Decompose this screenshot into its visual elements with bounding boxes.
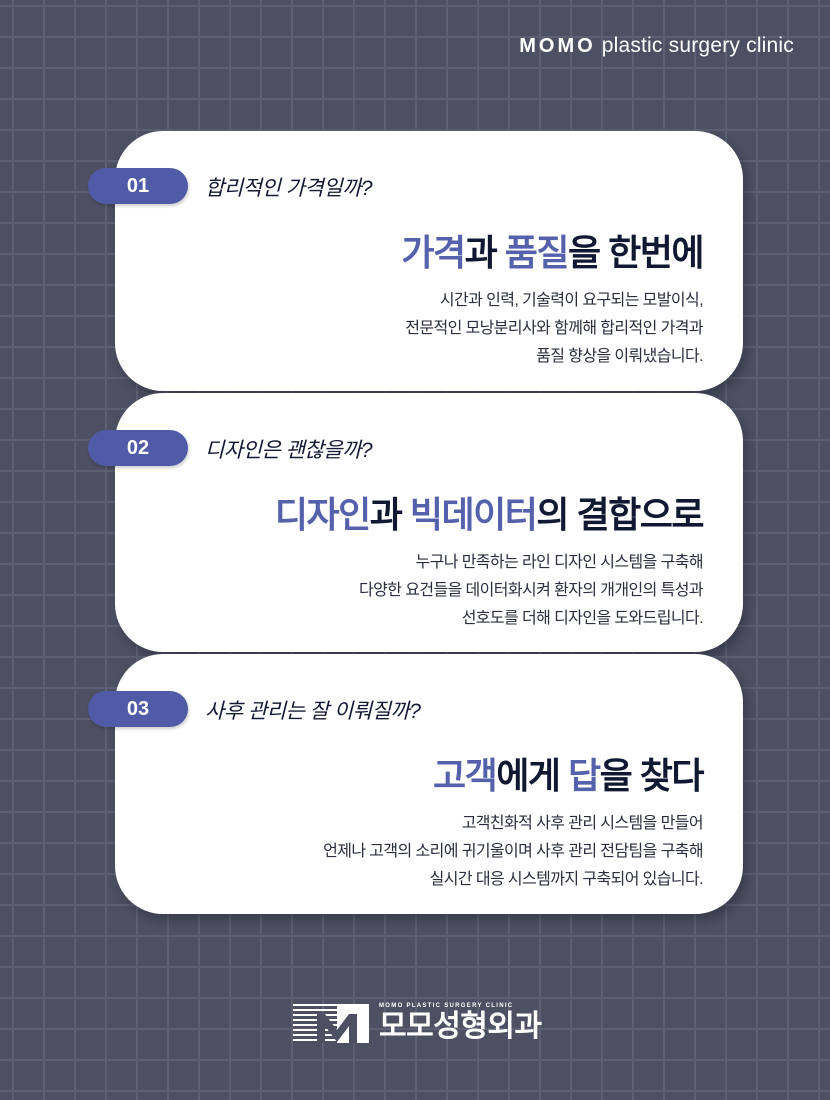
card-headline: 가격과 품질을 한번에 [401,224,704,276]
headline-highlight: 가격 [401,232,466,273]
card-description: 누구나 만족하는 라인 디자인 시스템을 구축해 다양한 요건들을 데이터화시켜… [359,549,704,633]
card-question: 디자인은 괜찮을까? [205,439,373,462]
headline-highlight: 고객 [433,755,498,796]
description-line: 전문적인 모낭분리사와 함께해 합리적인 가격과 [405,320,703,337]
feature-card-02: 02 디자인은 괜찮을까? 디자인과 빅데이터의 결합으로 누구나 만족하는 라… [88,393,743,652]
card-question: 합리적인 가격일까? [205,177,373,200]
description-line: 누구나 만족하는 라인 디자인 시스템을 구축해 [415,554,703,571]
brand-name-rest: plastic surgery clinic [601,34,794,57]
description-line: 고객친화적 사후 관리 시스템을 만들어 [461,815,704,832]
header-brand: MOMO plastic surgery clinic [519,34,794,58]
description-line: 선호도를 더해 디자인을 도와드립니다. [461,610,704,627]
footer-logo: MOMO PLASTIC SURGERY CLINIC 모모성형외과 [293,1003,542,1043]
headline-text: 과 [464,232,505,273]
card-number-badge: 03 [88,691,188,727]
logo-subtitle: MOMO PLASTIC SURGERY CLINIC [379,1003,514,1009]
card-headline: 디자인과 빅데이터의 결합으로 [274,486,705,538]
description-line: 언제나 고객의 소리에 귀기울이며 사후 관리 전담팀을 구축해 [323,843,704,860]
feature-card-01: 01 합리적인 가격일까? 가격과 품질을 한번에 시간과 인력, 기술력이 요… [88,131,743,391]
headline-text: 과 [369,494,410,535]
headline-text: 을 찾다 [599,755,705,796]
description-line: 다양한 요건들을 데이터화시켜 환자의 개개인의 특성과 [359,582,704,599]
card-number-badge: 01 [88,168,188,204]
headline-text: 에게 [496,755,568,796]
logo-name: 모모성형외과 [379,1010,542,1043]
headline-highlight: 답 [568,755,601,796]
description-line: 품질 향상을 이뤄냈습니다. [536,348,703,365]
card-description: 고객친화적 사후 관리 시스템을 만들어 언제나 고객의 소리에 귀기울이며 사… [323,810,704,894]
card-number-badge: 02 [88,430,188,466]
headline-highlight: 디자인 [274,494,371,535]
description-line: 시간과 인력, 기술력이 요구되는 모발이식, [439,292,704,309]
card-headline: 고객에게 답을 찾다 [433,747,705,799]
feature-card-03: 03 사후 관리는 잘 이뤄질까? 고객에게 답을 찾다 고객친화적 사후 관리… [88,654,743,914]
brand-name-bold: MOMO [519,35,596,57]
headline-text: 의 결합으로 [536,494,704,535]
headline-text: 을 한번에 [568,232,704,273]
momo-m-logo-icon [293,1004,369,1043]
headline-highlight: 품질 [504,232,570,273]
card-question: 사후 관리는 잘 이뤄질까? [205,700,421,723]
card-description: 시간과 인력, 기술력이 요구되는 모발이식, 전문적인 모낭분리사와 함께해 … [405,287,703,371]
description-line: 실시간 대응 시스템까지 구축되어 있습니다. [429,871,704,888]
headline-highlight: 빅데이터 [409,494,538,535]
